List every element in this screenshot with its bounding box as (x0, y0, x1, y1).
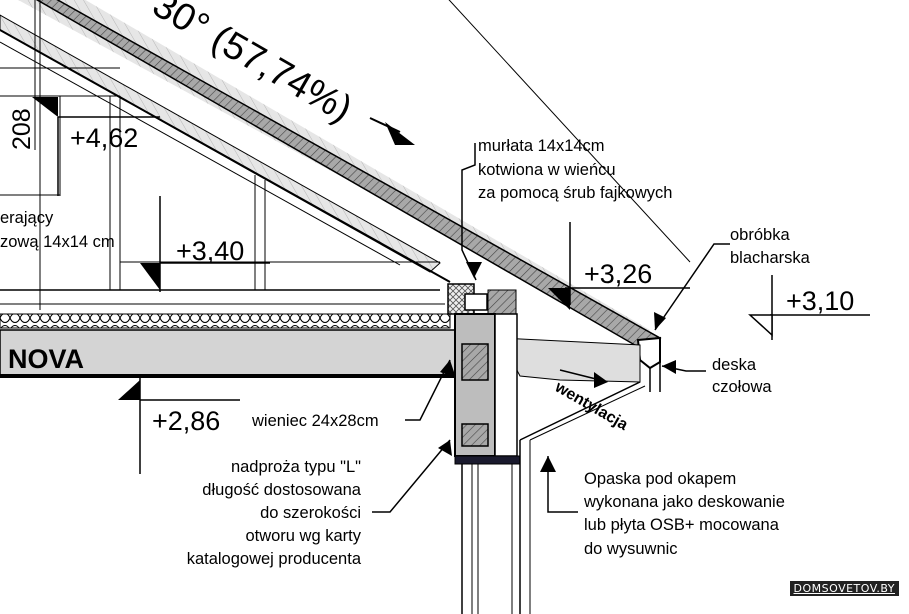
left-note-line-1: erający (0, 209, 54, 227)
soffit (499, 337, 641, 383)
obrobka-note-line-2: blacharska (730, 249, 811, 267)
level-mark-286 (118, 378, 240, 474)
opaska-note-line-1: Opaska pod okapem (584, 470, 736, 488)
leader-arrow-icon (440, 360, 456, 378)
opaska-note-line-3: lub płyta OSB+ mocowana (584, 516, 780, 534)
level-mark-462 (32, 97, 160, 196)
attic-frame (0, 0, 445, 310)
obrobka-note-line-1: obróbka (730, 226, 790, 244)
level-mark-326 (548, 222, 690, 310)
nadproza-note-line-5: katalogowej producenta (187, 550, 362, 568)
level-label-310: +3,10 (786, 286, 854, 316)
murlata-note-line-1: murłata 14x14cm (478, 137, 605, 155)
leader-arrow-icon (466, 262, 482, 278)
murlata-note-line-2: kotwiona w wieńcu (478, 161, 616, 179)
left-note-line-2: zową 14x14 cm (0, 233, 115, 251)
wall-section (447, 283, 646, 614)
leader-lines (372, 143, 730, 513)
nadproza-note-line-2: długość dostosowana (202, 481, 362, 499)
leader-arrow-icon (438, 440, 452, 456)
murlata-note-line-3: za pomocą śrub fajkowych (478, 184, 672, 202)
deska-note-line-2: czołowa (712, 378, 772, 396)
opaska-note-line-4: do wysuwnic (584, 540, 678, 558)
watermark: DOMSOVETOV.BY (789, 581, 899, 596)
roof-slope (0, 0, 691, 370)
ceiling-slab (0, 329, 456, 377)
nova-label: NOVA (8, 344, 84, 374)
leader-arrow-icon (654, 312, 666, 330)
downpipe (649, 362, 661, 392)
level-label-462: +4,62 (70, 123, 138, 153)
wentylacja-label: wentylacja (551, 378, 631, 434)
ventilation-arrow-icon (594, 372, 608, 388)
level-mark-310 (748, 275, 870, 340)
nadproza-note-line-3: do szerokości (260, 504, 361, 522)
wieniec-note: wieniec 24x28cm (251, 412, 379, 430)
nadproza-note-line-4: otworu wg karty (245, 527, 361, 545)
leader-arrow-icon (540, 456, 556, 472)
level-label-326: +3,26 (584, 259, 652, 289)
deska-note-line-1: deska (712, 356, 757, 374)
level-mark-340 (140, 196, 270, 292)
leader-arrow-icon (662, 360, 676, 374)
dimension-value-208: 208 (8, 108, 36, 150)
slope-arrow-icon (369, 117, 415, 145)
nadproza-note-line-1: nadproża typu "L" (231, 458, 361, 476)
opaska-note-line-2: wykonana jako deskowanie (583, 493, 785, 511)
ventilation-arrow (559, 369, 601, 381)
level-label-286: +2,86 (152, 406, 220, 436)
ceiling-insulation (0, 313, 451, 329)
level-label-340: +3,40 (176, 236, 244, 266)
